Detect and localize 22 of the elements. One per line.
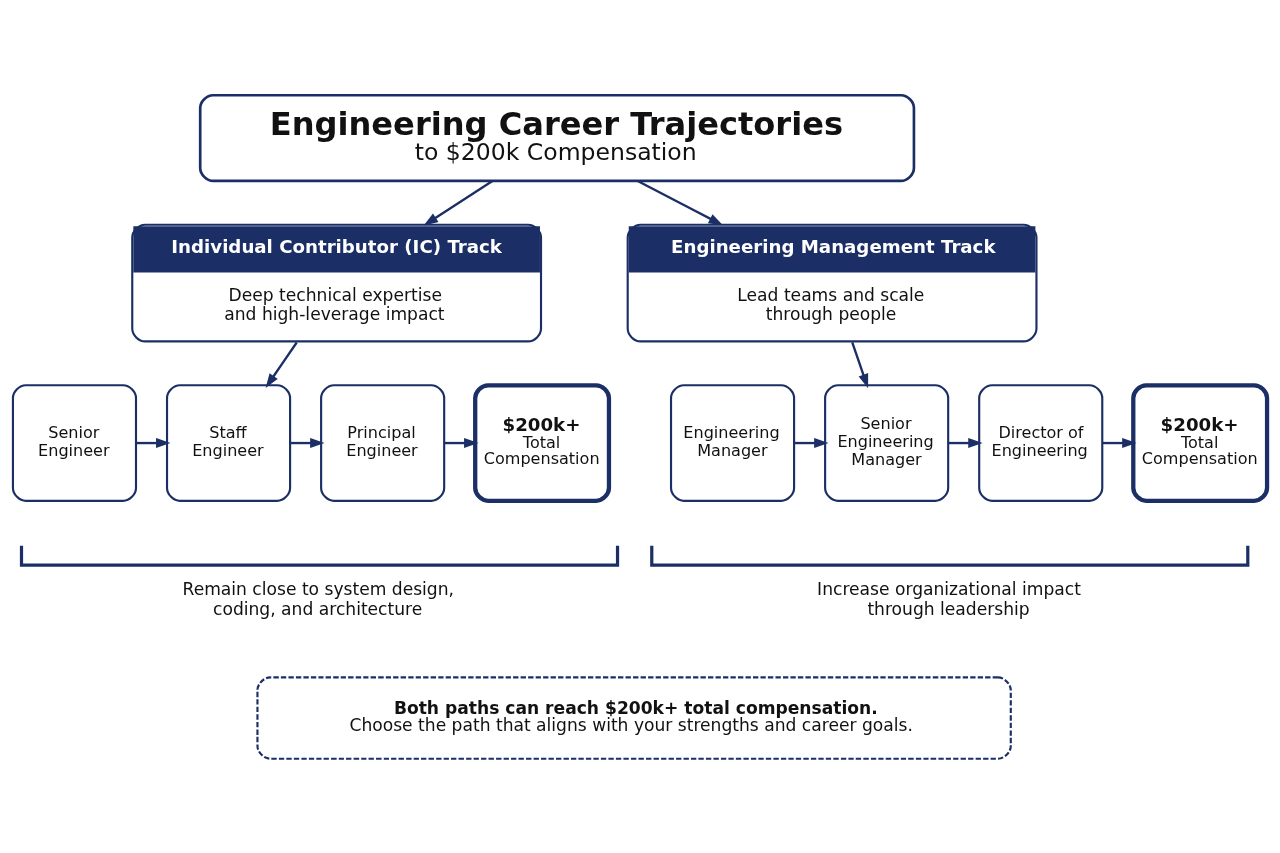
arrow — [265, 341, 298, 388]
arrow — [794, 437, 829, 448]
node-box: Senior Engineer — [11, 383, 138, 502]
node-box: Engineering Career Trajectories to $200k Compensation — [198, 93, 916, 182]
node-box: Principal Engineer — [320, 383, 446, 502]
arrow — [637, 179, 723, 225]
arrow — [851, 341, 869, 388]
node-box: $200k+ Total Compensation — [1131, 382, 1270, 503]
label: Remain close to system design, coding, and architecture — [182, 578, 454, 619]
arrow — [136, 437, 171, 448]
node-box: Staff Engineer — [165, 383, 292, 502]
arrow — [290, 437, 325, 448]
label: Increase organizational impact through leadership — [817, 578, 1081, 619]
node-box: Director of Engineering — [978, 383, 1104, 502]
node-box: $200k+ Total Compensation — [473, 382, 612, 503]
node-box: Senior Engineering Manager — [824, 383, 950, 502]
arrow — [948, 437, 983, 448]
arrow — [444, 437, 479, 448]
node-box: Engineering Manager — [669, 383, 796, 502]
arrow — [423, 179, 494, 226]
node-box: Both paths can reach $200k+ total compensation. Choose the path that aligns with your strengths and career goals. — [256, 675, 1012, 760]
arrow — [1102, 437, 1137, 448]
